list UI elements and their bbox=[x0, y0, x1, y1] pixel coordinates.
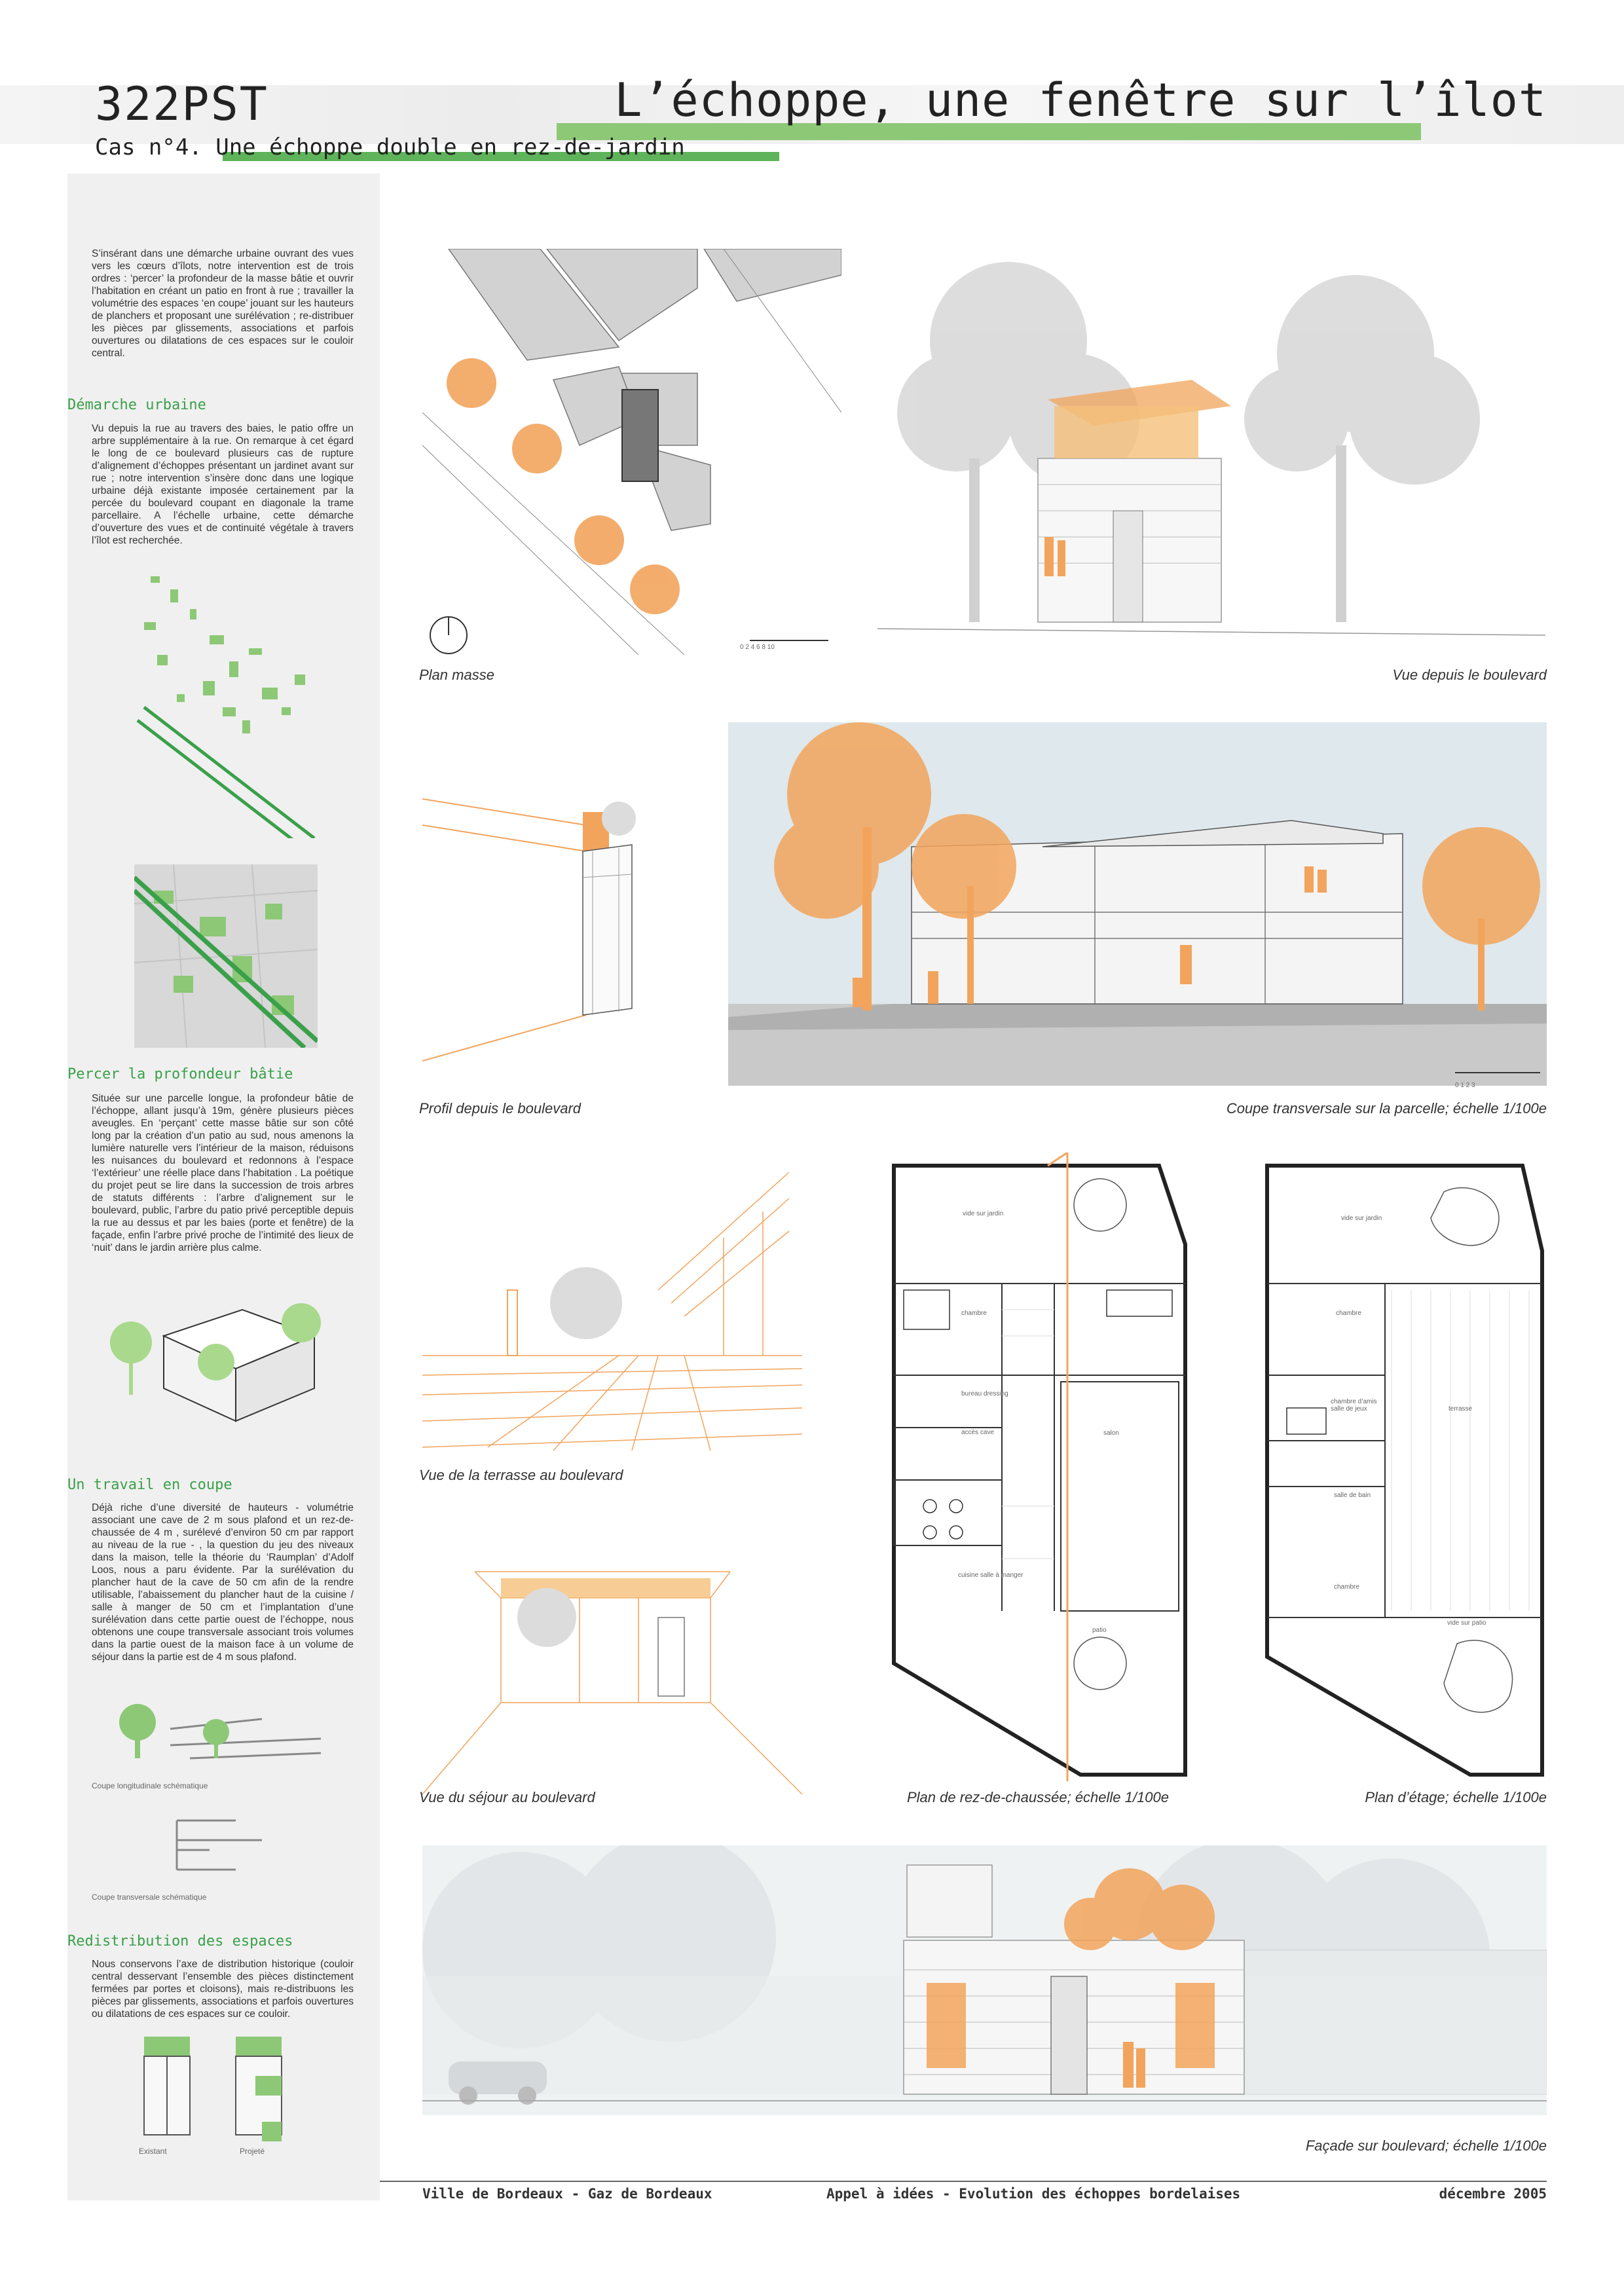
caption-facade: Façade sur boulevard; échelle 1/100e bbox=[1305, 2137, 1547, 2154]
label-salle-bain: salle de bain bbox=[1334, 1492, 1371, 1499]
header-accent-bar bbox=[557, 123, 1421, 140]
urban-diagram-photo bbox=[134, 864, 318, 1048]
label-cuisine: cuisine salle à manger bbox=[958, 1572, 1024, 1579]
caption-terrasse: Vue de la terrasse au boulevard bbox=[419, 1467, 623, 1483]
section-title-redistribution: Redistribution des espaces bbox=[67, 1933, 293, 1950]
caption-coupe-longitudinale: Coupe longitudinale schématique bbox=[92, 1781, 208, 1790]
label-salon: salon bbox=[1103, 1430, 1119, 1437]
section-schema-trans bbox=[175, 1819, 262, 1871]
label-chambre-rdc: chambre bbox=[961, 1310, 987, 1317]
section-schema-long bbox=[119, 1704, 322, 1760]
section-text-coupe: Déjà riche d’une diversité de hauteurs -… bbox=[92, 1502, 354, 1663]
page-title: L’échoppe, une fenêtre sur l’îlot bbox=[614, 73, 1547, 127]
section-text-urbaine: Vu depuis la rue au travers des baies, l… bbox=[92, 423, 354, 546]
caption-coupe: Coupe transversale sur la parcelle; éche… bbox=[1226, 1100, 1547, 1117]
project-code: 322PST bbox=[95, 77, 268, 131]
caption-plan-masse: Plan masse bbox=[419, 667, 494, 683]
caption-sejour: Vue du séjour au boulevard bbox=[419, 1789, 595, 1805]
section-title-urbaine: Démarche urbaine bbox=[67, 397, 206, 413]
caption-plan-etage: Plan d’étage; échelle 1/100e bbox=[1365, 1789, 1547, 1805]
plan-schema-compare bbox=[143, 2037, 282, 2141]
footer-rule bbox=[380, 2181, 1547, 2182]
section-text-redistribution: Nous conservons l’axe de distribution hi… bbox=[92, 1959, 354, 2020]
caption-profil: Profil depuis le boulevard bbox=[419, 1100, 581, 1117]
label-chambre-etage-2: chambre bbox=[1334, 1583, 1359, 1591]
label-terrasse: terrasse bbox=[1449, 1405, 1473, 1413]
facade-drawing bbox=[422, 1845, 1547, 2115]
vue-terrasse-drawing bbox=[422, 1172, 802, 1451]
caption-plan-rdc: Plan de rez-de-chaussée; échelle 1/100e bbox=[907, 1789, 1169, 1805]
label-acces-cave: accès cave bbox=[961, 1429, 995, 1436]
footer-right: décembre 2005 bbox=[1439, 2186, 1547, 2202]
caption-existant: Existant bbox=[139, 2147, 167, 2156]
footer-left: Ville de Bordeaux - Gaz de Bordeaux bbox=[422, 2186, 712, 2202]
plan-rdc-drawing bbox=[892, 1153, 1187, 1781]
caption-projete: Projeté bbox=[240, 2147, 265, 2156]
label-bureau: bureau dressing bbox=[961, 1390, 1008, 1397]
label-patio: patio bbox=[1092, 1627, 1107, 1634]
intro-text: S’insérant dans une démarche urbaine ouv… bbox=[92, 248, 354, 359]
label-chambre-etage-1: chambre bbox=[1336, 1310, 1361, 1317]
label-vide-jardin-rdc: vide sur jardin bbox=[963, 1210, 1004, 1217]
label-chambre-amis: chambre d’amis salle de jeux bbox=[1331, 1398, 1377, 1413]
caption-vue-boulevard: Vue depuis le boulevard bbox=[1392, 667, 1547, 683]
volume-axonometry bbox=[110, 1303, 321, 1422]
subtitle-accent-bar bbox=[223, 152, 779, 161]
vue-boulevard-drawing bbox=[877, 262, 1545, 636]
section-title-percer: Percer la profondeur bâtie bbox=[67, 1066, 293, 1082]
section-title-coupe: Un travail en coupe bbox=[67, 1477, 232, 1493]
profil-drawing bbox=[422, 798, 636, 1062]
label-vide-patio: vide sur patio bbox=[1447, 1619, 1486, 1627]
caption-coupe-transversale: Coupe transversale schématique bbox=[92, 1893, 207, 1902]
label-vide-jardin-etage: vide sur jardin bbox=[1341, 1215, 1382, 1222]
left-column bbox=[67, 174, 380, 2200]
plan-etage-drawing bbox=[1265, 1164, 1544, 1777]
coupe-transversale-drawing bbox=[728, 722, 1547, 1086]
scale-bar-coupe: 0 1 2 3 bbox=[1455, 1082, 1475, 1089]
plan-masse-drawing bbox=[422, 249, 841, 655]
scale-bar-plan-masse: 0 2 4 6 8 10 bbox=[740, 644, 775, 651]
page-subtitle: Cas n°4. Une échoppe double en rez-de-ja… bbox=[95, 134, 685, 160]
section-text-percer: Située sur une parcelle longue, la profo… bbox=[92, 1093, 354, 1253]
vue-sejour-drawing bbox=[422, 1571, 802, 1795]
footer-center: Appel à idées - Evolution des échoppes b… bbox=[826, 2186, 1241, 2202]
urban-diagram-green bbox=[136, 576, 316, 838]
